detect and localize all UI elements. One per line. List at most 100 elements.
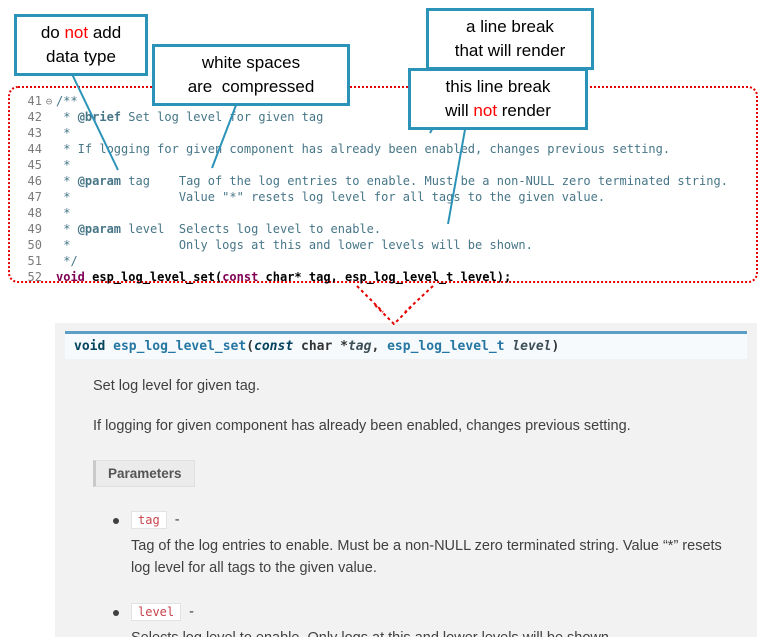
line-number: 41 <box>27 94 42 108</box>
callout-whitespace-compressed: white spaces are compressed <box>152 44 350 107</box>
doc-body: Set log level for given tag. If logging … <box>55 376 757 637</box>
callout-text: data type <box>46 47 116 67</box>
code-line: 50 * Only logs at this and lower levels … <box>16 237 756 253</box>
callout-text: render <box>497 101 551 121</box>
callout-text-emphasis: not <box>473 101 498 121</box>
callout-text: that will render <box>454 41 566 61</box>
rendered-doc-panel: void esp_log_level_set(const char *tag, … <box>55 323 757 637</box>
line-number: 51 <box>27 254 42 268</box>
doxygen-tag: @param <box>77 174 122 188</box>
line-number: 49 <box>27 222 42 236</box>
param-name-row: level - <box>131 603 731 622</box>
signature-type: char * <box>293 339 348 354</box>
callout-text: will <box>445 101 474 121</box>
line-number: 42 <box>27 110 42 124</box>
code-text: * Value "*" resets log level for all tag… <box>56 190 606 204</box>
callout-text-emphasis: not <box>64 23 89 42</box>
code-line: 49 * @param level Selects log level to e… <box>16 221 756 237</box>
param-name-chip: tag <box>131 510 167 529</box>
line-number: 46 <box>27 174 42 188</box>
line-number: 43 <box>27 126 42 140</box>
code-text: * <box>56 222 78 236</box>
code-text: * <box>56 110 78 124</box>
line-number: 47 <box>27 190 42 204</box>
signature-keyword: const <box>254 339 294 354</box>
code-text: tag Tag of the log entries to enable. Mu… <box>121 174 728 188</box>
callout-text: a line break <box>466 17 554 36</box>
callout-text: do not add <box>23 21 139 45</box>
param-description: Tag of the log entries to enable. Must b… <box>131 537 722 576</box>
param-content: tag - Tag of the log entries to enable. … <box>131 510 731 580</box>
render-flow-arrow-right-edge <box>404 285 434 313</box>
param-description: Selects log level to enable. Only logs a… <box>131 627 731 637</box>
doc-description: If logging for given component has alrea… <box>93 417 631 434</box>
function-name: esp_log_level_set <box>92 270 215 284</box>
param-list-item: tag - Tag of the log entries to enable. … <box>93 510 737 580</box>
code-editor: 41⊖/** 42 * @brief Set log level for giv… <box>8 86 758 285</box>
code-text: * <box>56 126 71 140</box>
doc-brief: Set log level for given tag. <box>93 378 260 394</box>
code-line: 51 */ <box>16 253 756 269</box>
param-separator: - <box>189 604 194 621</box>
signature-keyword: void <box>74 339 114 354</box>
code-text: /** <box>56 94 78 108</box>
code-line: 45 * <box>16 157 756 173</box>
keyword: void <box>56 270 93 284</box>
param-list-item: level - Selects log level to enable. Onl… <box>93 603 737 637</box>
callout-text: white spaces <box>201 53 301 72</box>
code-text: */ <box>56 254 78 268</box>
callout-text: are compressed <box>187 77 315 97</box>
code-line: 48 * <box>16 205 756 221</box>
code-text: * If logging for given component has alr… <box>56 142 671 156</box>
signature-text: ( <box>246 339 255 354</box>
signature-text: , <box>371 339 388 354</box>
line-number: 50 <box>27 238 42 252</box>
param-content: level - Selects log level to enable. Onl… <box>131 603 731 637</box>
signature-param: level <box>512 339 552 354</box>
code-text: * Only logs at this and lower levels wil… <box>56 238 533 252</box>
line-number: 45 <box>27 158 42 172</box>
callout-linebreak-not-rendered: this line break will not render <box>408 68 588 131</box>
code-text: char* tag, esp_log_level_t level); <box>258 270 512 284</box>
doxygen-tag: @brief <box>77 110 122 124</box>
code-line: 44 * If logging for given component has … <box>16 141 756 157</box>
keyword: const <box>222 270 259 284</box>
bullet-icon <box>113 610 119 617</box>
callout-text: this line break <box>445 77 551 96</box>
line-number: 52 <box>27 270 42 284</box>
code-text: * <box>56 158 71 172</box>
signature-type: esp_log_level_t <box>387 339 513 354</box>
fold-collapse-icon[interactable]: ⊖ <box>45 95 53 108</box>
function-signature: void esp_log_level_set(const char *tag, … <box>65 331 747 359</box>
render-flow-arrow-head <box>374 304 414 325</box>
code-line: 42 * @brief Set log level for given tag <box>16 109 756 125</box>
callout-linebreak-renders: a line break that will render <box>426 8 594 71</box>
code-line: 52 void esp_log_level_set(const char* tag… <box>16 269 756 285</box>
line-number: 48 <box>27 206 42 220</box>
signature-param: tag <box>347 339 372 354</box>
signature-text: ) <box>551 339 560 354</box>
doxygen-tag: @param <box>77 222 122 236</box>
param-name-chip: level <box>131 603 182 622</box>
code-line: 46 * @param tag Tag of the log entries t… <box>16 173 756 189</box>
callout-text: will not render <box>417 99 579 123</box>
code-line: 41⊖/** <box>16 93 756 109</box>
code-line: 43 * <box>16 125 756 141</box>
code-text: * <box>56 206 71 220</box>
callout-text: do <box>40 23 65 42</box>
code-text: level Selects log level to enable. <box>121 222 382 236</box>
render-flow-arrow <box>356 285 434 325</box>
code-text: Set log level for given tag <box>121 110 324 124</box>
code-line: 47 * Value "*" resets log level for all … <box>16 189 756 205</box>
parameters-heading: Parameters <box>93 459 195 487</box>
param-separator: - <box>174 511 180 528</box>
code-text: ( <box>214 270 223 284</box>
callout-no-datatype: do not add data type <box>14 14 148 77</box>
code-text: * <box>56 174 78 188</box>
render-flow-arrow-left-edge <box>356 285 384 313</box>
line-number: 44 <box>27 142 42 156</box>
signature-function-name: esp_log_level_set <box>113 339 247 354</box>
bullet-icon <box>113 517 119 524</box>
callout-text: add <box>88 23 122 42</box>
